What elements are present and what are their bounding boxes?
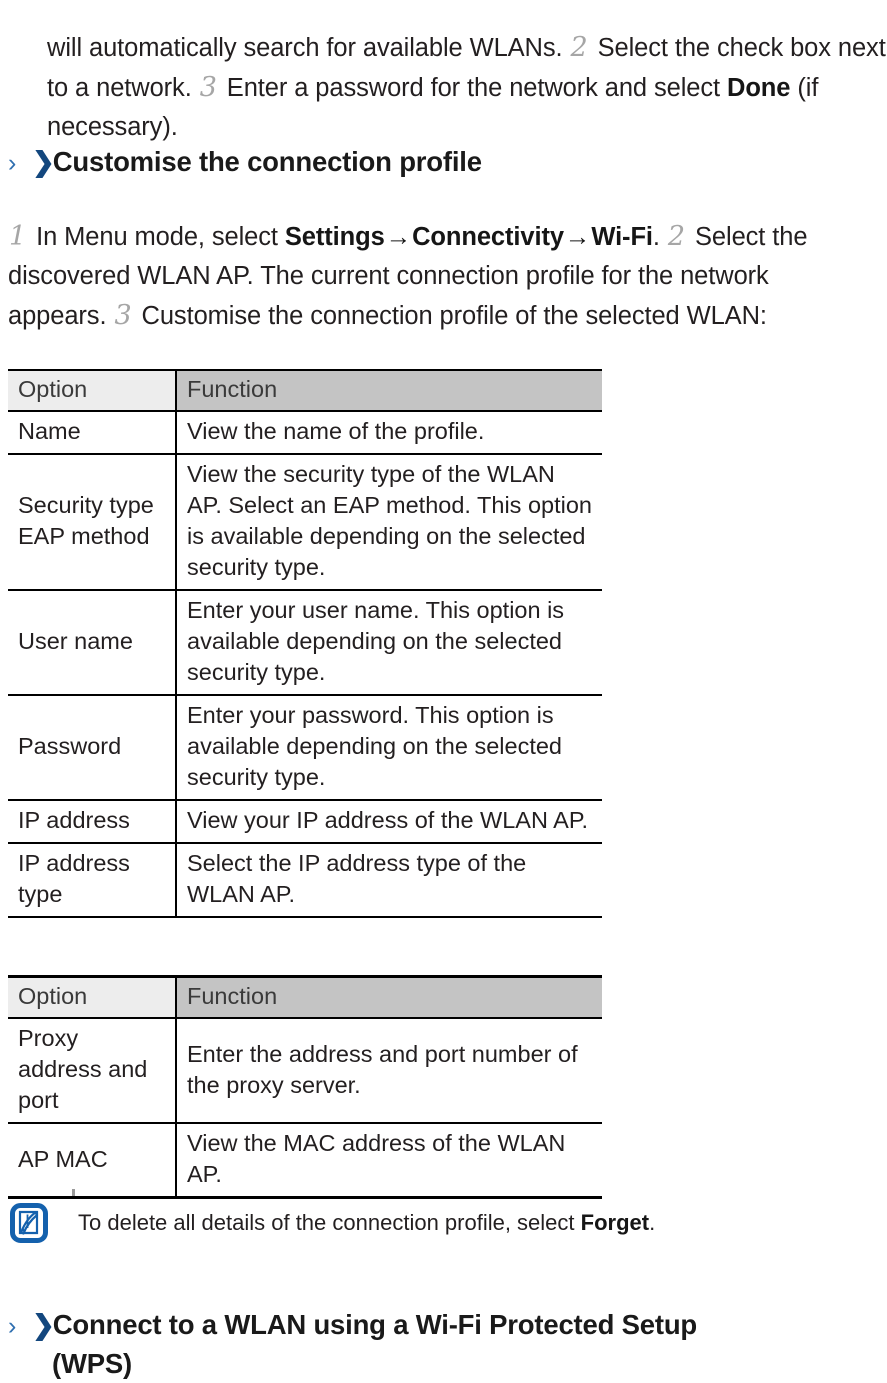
intro-text-2: Select the check box next to a network. xyxy=(47,33,886,102)
table1-row1-option: Security type EAP method xyxy=(8,453,177,591)
table2-row1-option: AP MAC xyxy=(8,1122,177,1199)
table-row: User name Enter your user name. This opt… xyxy=(8,589,602,696)
intro-text-3: Enter a password for the network and sel… xyxy=(226,73,721,102)
tick-mark xyxy=(72,1189,75,1196)
table1-row4-function: View your IP address of the WLAN AP. xyxy=(176,799,602,844)
intro-text-1: will automatically search for available … xyxy=(47,33,563,62)
table1-row2-option: User name xyxy=(8,589,177,696)
table1-header-option: Option xyxy=(8,369,177,412)
section-heading-wps-line1: Connect to a WLAN using a Wi-Fi Protecte… xyxy=(52,1309,698,1340)
table1-row3-function: Enter your password. This option is avai… xyxy=(176,694,602,801)
table1-row1-function: View the security type of the WLAN AP. S… xyxy=(176,453,602,591)
forget-label: Forget xyxy=(580,1210,650,1235)
settings-label: Settings xyxy=(284,222,385,251)
connection-profile-table-2: Option Function Proxy address and port E… xyxy=(8,975,602,1199)
table-row: AP MAC View the MAC address of the WLAN … xyxy=(8,1122,602,1199)
table-row: Password Enter your password. This optio… xyxy=(8,694,602,801)
note-pen-icon xyxy=(10,1203,48,1243)
step-number-2b: 2 xyxy=(667,220,686,252)
intro-paragraph: will automatically search for available … xyxy=(47,28,887,147)
note-block: To delete all details of the connection … xyxy=(10,1203,870,1243)
customise-text-3: Select the discovered WLAN AP. The curre… xyxy=(8,222,808,330)
customise-text-1: In Menu mode, select xyxy=(36,222,278,251)
chevron-right-bold-icon: ❯ xyxy=(32,147,55,177)
table-row: Proxy address and port Enter the address… xyxy=(8,1017,602,1124)
section-heading-customise: › ❯Customise the connection profile xyxy=(8,143,878,182)
step-number-2: 2 xyxy=(570,31,588,63)
chevron-right-thin-icon: › xyxy=(8,149,17,177)
table1-row0-option: Name xyxy=(8,410,177,455)
table1-header-function: Function xyxy=(176,369,602,412)
section-heading-wps: › ❯Connect to a WLAN using a Wi-Fi Protec… xyxy=(8,1306,878,1383)
table1-row3-option: Password xyxy=(8,694,177,801)
table-header-row: Option Function xyxy=(8,369,602,412)
note-text-1: To delete all details of the connection … xyxy=(78,1210,575,1235)
customise-text-4: Customise the connection profile of the … xyxy=(141,301,767,330)
table-row: Name View the name of the profile. xyxy=(8,410,602,455)
section-heading-customise-text: Customise the connection profile xyxy=(52,146,482,177)
table1-row2-function: Enter your user name. This option is ava… xyxy=(176,589,602,696)
chevron-right-thin-icon: › xyxy=(8,1312,17,1340)
done-label: Done xyxy=(727,73,791,102)
customise-text-2: . xyxy=(652,222,660,251)
wifi-label: Wi-Fi xyxy=(591,222,653,251)
step-number-3b: 3 xyxy=(114,299,132,331)
customise-steps-paragraph: 1 In Menu mode, select Settings→Connecti… xyxy=(8,217,870,336)
table-row: IP address type Select the IP address ty… xyxy=(8,842,602,918)
arrow-right-2-icon: → xyxy=(564,222,591,251)
table1-row5-option: IP address type xyxy=(8,842,177,918)
connection-profile-table-1: Option Function Name View the name of th… xyxy=(8,369,602,918)
table1-row5-function: Select the IP address type of the WLAN A… xyxy=(176,842,602,918)
table2-header-option: Option xyxy=(8,975,177,1019)
connectivity-label: Connectivity xyxy=(412,222,564,251)
table1-row4-option: IP address xyxy=(8,799,177,844)
chevron-right-bold-icon: ❯ xyxy=(32,1310,55,1340)
table-row: Security type EAP method View the securi… xyxy=(8,453,602,591)
section-heading-wps-line2: (WPS) xyxy=(52,1348,132,1379)
note-text-2: . xyxy=(649,1210,656,1235)
table2-row0-option: Proxy address and port xyxy=(8,1017,177,1124)
intro-text-4: (if necessary). xyxy=(47,73,819,141)
table2-row0-function: Enter the address and port number of the… xyxy=(176,1017,602,1124)
table2-header-function: Function xyxy=(176,975,602,1019)
table-row: IP address View your IP address of the W… xyxy=(8,799,602,844)
note-text: To delete all details of the connection … xyxy=(78,1208,655,1238)
table2-row1-function: View the MAC address of the WLAN AP. xyxy=(176,1122,602,1199)
table-header-row: Option Function xyxy=(8,975,602,1019)
step-number-1: 1 xyxy=(9,220,27,252)
table1-row0-function: View the name of the profile. xyxy=(176,410,602,455)
step-number-3: 3 xyxy=(199,71,217,103)
arrow-right-1-icon: → xyxy=(385,222,412,251)
